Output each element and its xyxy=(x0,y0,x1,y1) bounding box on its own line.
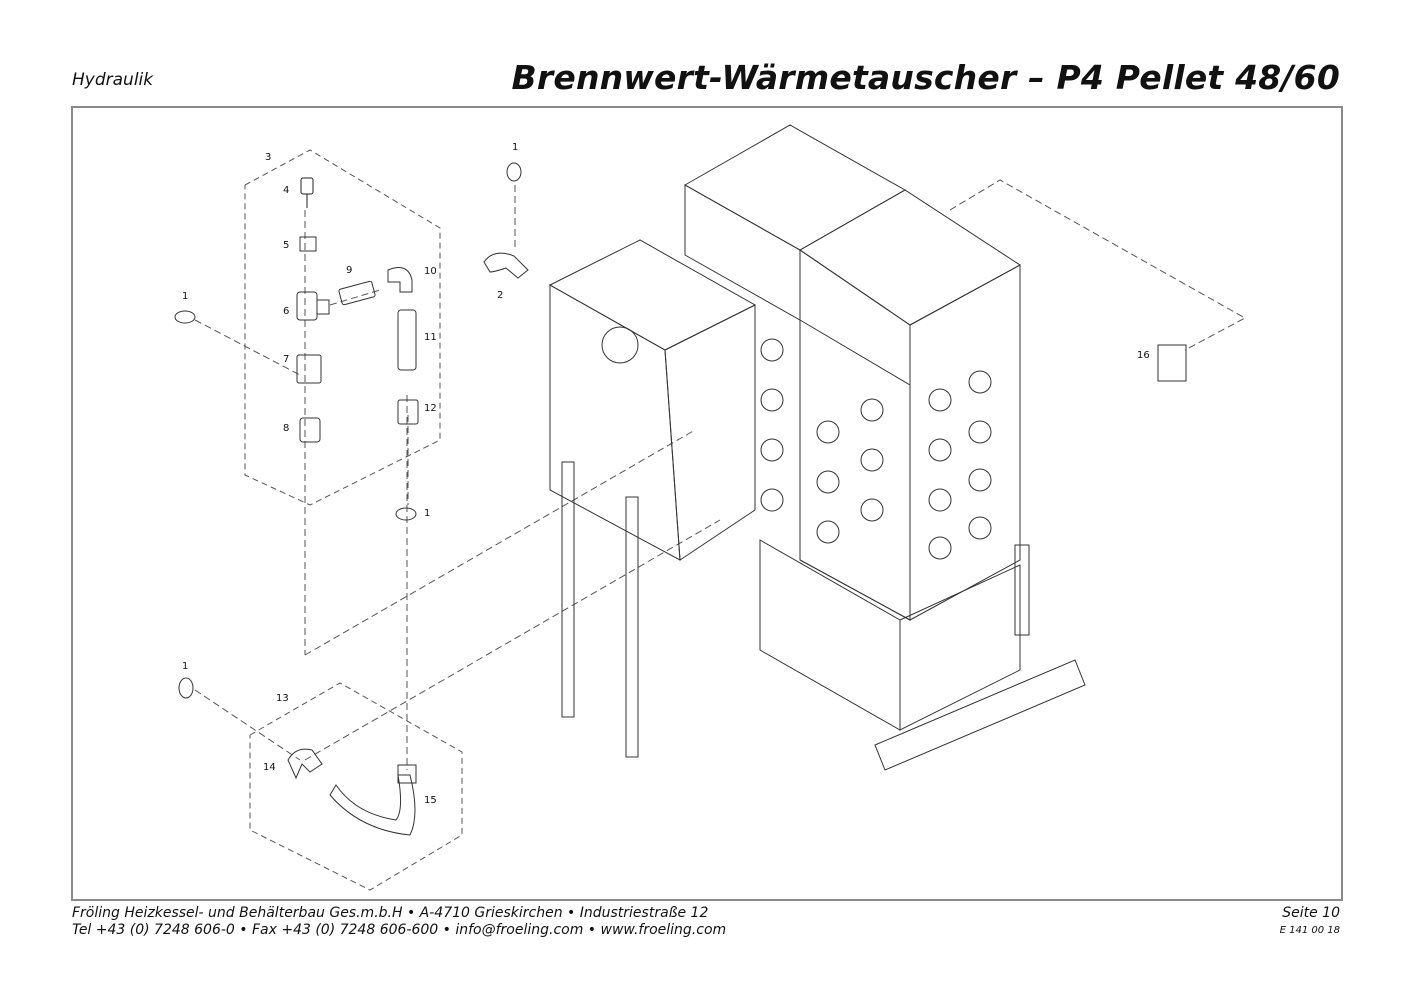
gasket-1b xyxy=(174,310,196,324)
support-legs xyxy=(561,461,639,758)
label-6: 6 xyxy=(283,306,289,317)
part-16-board xyxy=(1157,344,1187,382)
part-12-fitting xyxy=(397,399,419,425)
label-5: 5 xyxy=(283,240,289,251)
part-4-vent xyxy=(300,177,314,208)
part-5-nut xyxy=(299,236,317,252)
footer-contact: Tel +43 (0) 7248 606-0 • Fax +43 (0) 724… xyxy=(72,922,727,938)
part-15-pipe-bend xyxy=(329,764,417,836)
label-14: 14 xyxy=(263,762,276,773)
part-14-elbow xyxy=(287,748,323,780)
group-3-box xyxy=(244,149,441,506)
label-4: 4 xyxy=(283,185,289,196)
label-16: 16 xyxy=(1137,350,1150,361)
part-10-elbow xyxy=(387,267,413,293)
part-8-nipple xyxy=(299,417,321,443)
leader-lines xyxy=(194,179,1247,770)
label-1-mid: 1 xyxy=(424,508,430,519)
label-7: 7 xyxy=(283,354,289,365)
page-title: Brennwert-Wärmetauscher – P4 Pellet 48/6… xyxy=(511,58,1340,97)
part-11-pipe xyxy=(397,309,417,371)
base-frame xyxy=(874,544,1086,771)
footer-company: Fröling Heizkessel- und Behälterbau Ges.… xyxy=(72,905,709,921)
gasket-1c xyxy=(395,507,417,521)
section-label: Hydraulik xyxy=(72,70,154,90)
page-number: Seite 10 xyxy=(1282,905,1340,921)
label-11: 11 xyxy=(424,332,437,343)
drawing-frame xyxy=(71,106,1343,901)
label-12: 12 xyxy=(424,403,437,414)
label-9: 9 xyxy=(346,265,352,276)
inspection-ports xyxy=(760,338,992,560)
part-9-nipple xyxy=(338,280,376,306)
label-1-top: 1 xyxy=(512,142,518,153)
gasket-1a xyxy=(506,162,522,182)
condensing-module xyxy=(548,239,757,561)
label-2: 2 xyxy=(497,290,503,301)
gasket-1d xyxy=(178,677,194,699)
label-3: 3 xyxy=(265,152,271,163)
label-13: 13 xyxy=(276,693,289,704)
group-13-box xyxy=(249,682,463,891)
label-10: 10 xyxy=(424,266,437,277)
part-2-elbow xyxy=(483,252,529,279)
document-code: E 141 00 18 xyxy=(1279,925,1340,936)
part-7-union xyxy=(296,354,322,384)
label-15: 15 xyxy=(424,795,437,806)
label-1-left: 1 xyxy=(182,291,188,302)
label-1-bottom: 1 xyxy=(182,661,188,672)
part-6-tee xyxy=(296,291,330,321)
heat-exchanger-body xyxy=(683,124,1021,731)
part-labels: 3 4 5 6 7 8 9 10 11 12 1 1 1 1 2 13 14 1… xyxy=(182,142,1150,806)
label-8: 8 xyxy=(283,423,289,434)
